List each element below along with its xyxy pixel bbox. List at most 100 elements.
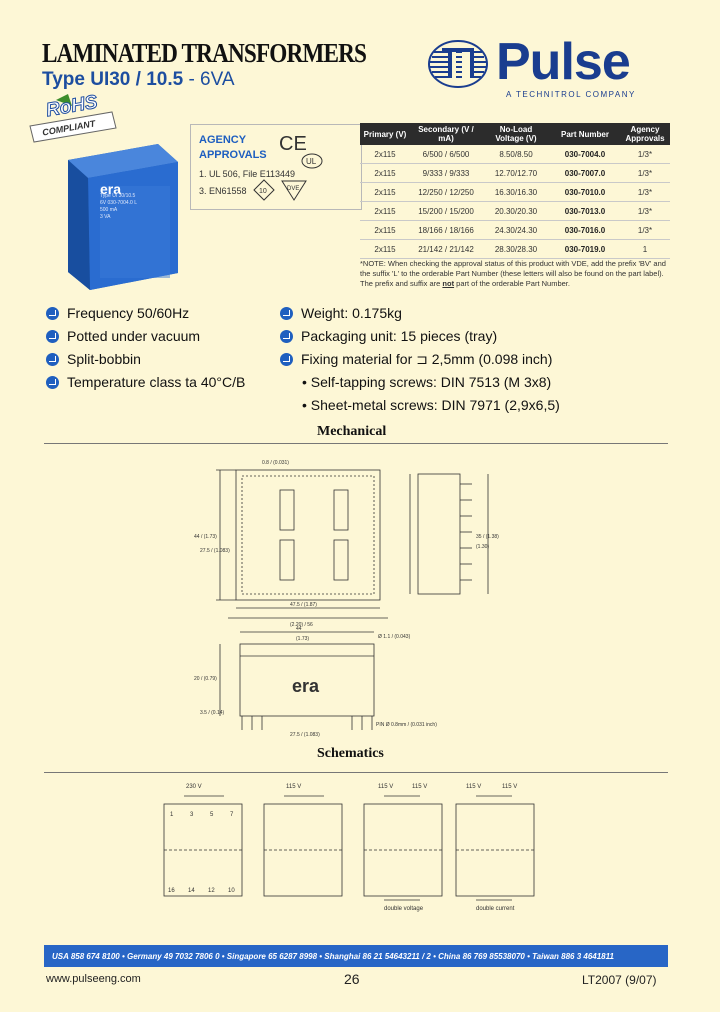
cell: 9/333 / 9/333 xyxy=(410,163,482,183)
svg-text:DVE: DVE xyxy=(287,186,299,192)
cell: 12.70/12.70 xyxy=(482,163,550,183)
subtitle-model: UI30 / 10.5 xyxy=(90,69,184,90)
ce-mark-icon: CE xyxy=(279,133,307,155)
rohs-badge: RoHS COMPLIANT xyxy=(26,91,118,154)
website-link[interactable]: www.pulseeng.com xyxy=(46,973,141,985)
cell: 28.30/28.30 xyxy=(482,239,550,259)
feature-item: Weight: 0.175kg xyxy=(280,302,560,325)
mech-label-left: 44 / (1.73) xyxy=(194,534,217,540)
agency-item-3: 3. EN61558 xyxy=(199,186,247,196)
section-heading-schematics: Schematics xyxy=(313,746,388,762)
col-part-number: Part Number xyxy=(550,123,620,145)
features-right: Weight: 0.175kg Packaging unit: 15 piece… xyxy=(280,302,560,417)
schem-caption-double-current: double current xyxy=(476,906,515,912)
feature-item: Potted under vacuum xyxy=(46,325,245,348)
cell: 030-7019.0 xyxy=(550,239,620,259)
cell: 1 xyxy=(620,239,670,259)
schem-voltage-label: 115 V xyxy=(378,784,393,790)
cell: 21/142 / 21/142 xyxy=(410,239,482,259)
feature-item: Fixing material for ⊐ 2,5mm (0.098 inch) xyxy=(280,348,560,371)
schem-voltage-label: 115 V xyxy=(466,784,481,790)
schem-voltage-label: 230 V xyxy=(186,784,202,790)
mech-label-side: 35 / (1.38) xyxy=(476,534,499,540)
features-left: Frequency 50/60Hz Potted under vacuum Sp… xyxy=(46,302,245,394)
schematics-drawing: 230 V 115 V 115 V 115 V 115 V 115 V 1 3 … xyxy=(163,784,535,912)
cell: 20.30/20.30 xyxy=(482,201,550,221)
feature-subitem: • Sheet-metal screws: DIN 7971 (2,9x6,5) xyxy=(302,397,560,413)
divider xyxy=(44,443,668,444)
schem-pin: 1 xyxy=(170,812,174,818)
cell: 15/200 / 15/200 xyxy=(410,201,482,221)
cell: 030-7013.0 xyxy=(550,201,620,221)
subtitle-type: Type xyxy=(42,69,85,90)
feature-text: Potted under vacuum xyxy=(67,328,201,344)
svg-text:UL: UL xyxy=(306,157,317,166)
schem-pin: 10 xyxy=(228,888,235,894)
feature-item: Frequency 50/60Hz xyxy=(46,302,245,325)
cell: 2x115 xyxy=(360,220,410,240)
cell: 6/500 / 6/500 xyxy=(410,145,482,164)
feature-text: Split-bobbin xyxy=(67,351,141,367)
page-subtitle: Type UI30 / 10.5 - 6VA xyxy=(42,69,235,91)
schem-pin: 5 xyxy=(210,812,214,818)
cell: 24.30/24.30 xyxy=(482,220,550,240)
cell: 12/250 / 12/250 xyxy=(410,182,482,202)
check-bullet-icon xyxy=(280,330,293,343)
check-bullet-icon xyxy=(46,330,59,343)
cell: 1/3* xyxy=(620,201,670,221)
schem-pin: 3 xyxy=(190,812,194,818)
schem-voltage-label: 115 V xyxy=(412,784,427,790)
schem-pin: 16 xyxy=(168,888,175,894)
mech-brand: era xyxy=(292,676,320,696)
mech-label-front-top2: 44 xyxy=(296,626,302,632)
cell: 1/3* xyxy=(620,145,670,164)
feature-item: Packaging unit: 15 pieces (tray) xyxy=(280,325,560,348)
mech-label-front-h: 20 / (0.79) xyxy=(194,676,217,682)
feature-text: Packaging unit: 15 pieces (tray) xyxy=(301,328,498,344)
check-bullet-icon xyxy=(280,353,293,366)
mech-label-side2: (1.30) xyxy=(476,544,489,550)
feature-text: Weight: 0.175kg xyxy=(301,305,402,321)
product-label-line1: Type UI 30/10.5 xyxy=(100,193,136,199)
check-bullet-icon xyxy=(46,353,59,366)
col-primary: Primary (V) xyxy=(360,123,410,145)
spec-table-header-row: Primary (V) Secondary (V / mA) No-Load V… xyxy=(360,123,670,145)
product-label-line2: 6V 030-7004.0 L xyxy=(100,200,137,206)
mech-label-left-inner: 27.5 / (1.083) xyxy=(200,548,230,554)
product-label-line3: 500 mA xyxy=(100,207,118,213)
cell: 18/166 / 18/166 xyxy=(410,220,482,240)
check-bullet-icon xyxy=(46,307,59,320)
mech-label-front-bot1: 3.5 / (0.14) xyxy=(200,710,225,716)
ul-mark-icon: UL xyxy=(301,153,323,169)
mech-label-front-bot2: 27.5 / (1.083) xyxy=(290,732,320,738)
mech-label-top: 0.8 / (0.031) xyxy=(262,460,289,466)
feature-item: Temperature class ta 40°C/B xyxy=(46,371,245,394)
section-heading-mechanical: Mechanical xyxy=(313,424,391,440)
table-note: *NOTE: When checking the approval status… xyxy=(360,259,666,289)
feature-item: Split-bobbin xyxy=(46,348,245,371)
cell: 1/3* xyxy=(620,182,670,202)
document-code: LT2007 (9/07) xyxy=(582,973,657,987)
product-brand: era xyxy=(100,181,122,197)
cell: 030-7007.0 xyxy=(550,163,620,183)
schem-pin: 14 xyxy=(188,888,195,894)
cell: 1/3* xyxy=(620,163,670,183)
page-number: 26 xyxy=(344,971,360,987)
page-title: LAMINATED TRANSFORMERS xyxy=(42,38,367,68)
agency-heading-line2: APPROVALS xyxy=(199,149,267,161)
cell: 030-7010.0 xyxy=(550,182,620,202)
cell: 030-7016.0 xyxy=(550,220,620,240)
cell: 2x115 xyxy=(360,163,410,183)
agency-item-1: 1. UL 506, File E113449 xyxy=(199,169,296,179)
col-no-load-voltage: No-Load Voltage (V) xyxy=(482,123,550,145)
cell: 1/3* xyxy=(620,220,670,240)
col-agency-approvals: Agency Approvals xyxy=(620,123,670,145)
mechanical-drawing: 0.8 / (0.031) 44 / (1.73) 27.5 / (1.083)… xyxy=(194,460,499,738)
schem-voltage-label: 115 V xyxy=(502,784,517,790)
contact-bar: USA 858 674 8100 • Germany 49 7032 7806 … xyxy=(44,945,668,967)
